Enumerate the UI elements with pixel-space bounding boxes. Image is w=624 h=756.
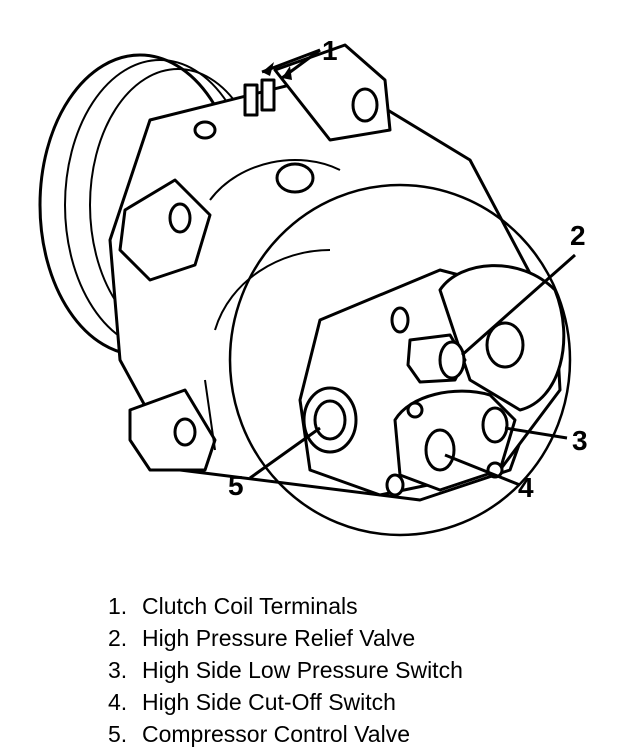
legend-text: High Side Cut-Off Switch bbox=[142, 689, 396, 715]
legend-text: Compressor Control Valve bbox=[142, 721, 411, 747]
legend-item: 3. High Side Low Pressure Switch bbox=[108, 654, 463, 686]
legend-text: High Side Low Pressure Switch bbox=[142, 657, 463, 683]
callout-3: 3 bbox=[572, 425, 588, 456]
leader-5 bbox=[249, 426, 321, 480]
callout-4: 4 bbox=[518, 472, 534, 503]
legend-item: 5. Compressor Control Valve bbox=[108, 718, 463, 750]
legend-number: 2. bbox=[108, 625, 128, 651]
legend-number: 3. bbox=[108, 657, 128, 683]
legend: 1. Clutch Coil Terminals 2. High Pressure … bbox=[108, 590, 463, 750]
legend-item: 2. High Pressure Relief Valve bbox=[108, 622, 463, 654]
legend-number: 4. bbox=[108, 689, 128, 715]
legend-number: 1. bbox=[108, 593, 128, 619]
relief-valve bbox=[406, 333, 467, 384]
callout-5: 5 bbox=[228, 470, 244, 501]
callout-2: 2 bbox=[570, 220, 586, 251]
legend-number: 5. bbox=[108, 721, 128, 747]
leader-3 bbox=[504, 426, 568, 440]
legend-text: Clutch Coil Terminals bbox=[142, 593, 358, 619]
legend-item: 1. Clutch Coil Terminals bbox=[108, 590, 463, 622]
switch-plate bbox=[393, 389, 517, 492]
clutch-coil-terminals bbox=[243, 78, 276, 117]
legend-text: High Pressure Relief Valve bbox=[142, 625, 416, 651]
compressor-diagram: 1 2 3 4 5 bbox=[38, 35, 588, 537]
leader-4 bbox=[444, 453, 521, 487]
legend-item: 4. High Side Cut-Off Switch bbox=[108, 686, 463, 718]
leader-2 bbox=[461, 253, 576, 357]
callout-1: 1 bbox=[322, 35, 338, 66]
control-valve bbox=[302, 386, 358, 454]
